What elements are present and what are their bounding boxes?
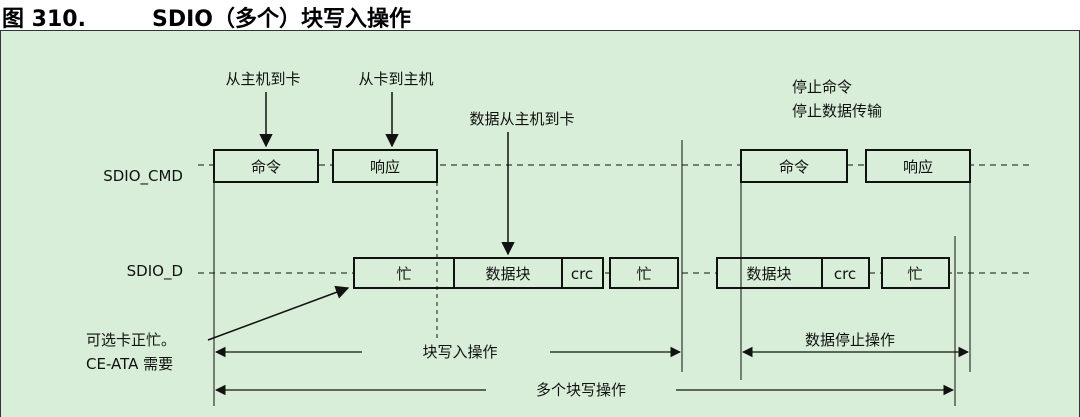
optional-busy-label-1: 可选卡正忙。 — [86, 331, 176, 349]
data-crc-box-2: crc — [821, 257, 870, 289]
cmd-response-box-2: 响应 — [865, 149, 971, 183]
cmd-command-box-1: 命令 — [213, 149, 319, 183]
figure-caption: 图 310. SDIO（多个）块写入操作 — [0, 0, 1080, 32]
sdio-d-label: SDIO_D — [127, 262, 183, 281]
boundary-lines — [213, 140, 971, 406]
data-busy-box-1: 忙 — [353, 257, 455, 289]
data-stop-label: 数据停止操作 — [805, 331, 895, 349]
data-block-label-1: 数据块 — [485, 265, 530, 283]
optional-busy-arrow — [207, 285, 350, 341]
data-busy-label-2: 忙 — [636, 265, 651, 283]
data-busy-label-3: 忙 — [907, 265, 922, 283]
data-busy-box-3: 忙 — [881, 257, 950, 289]
optional-busy-label-2: CE-ATA 需要 — [86, 355, 173, 373]
data-crc-label-2: crc — [834, 265, 856, 283]
figure-number: 图 310. — [2, 7, 86, 32]
stop-command-label-1: 停止命令 — [792, 78, 852, 96]
cmd-response-box-1: 响应 — [332, 149, 438, 183]
figure-title: SDIO（多个）块写入操作 — [152, 7, 411, 32]
data-block-label-2: 数据块 — [746, 265, 791, 283]
data-block-box-1: 数据块 — [453, 257, 563, 289]
cmd-response-label-1: 响应 — [370, 158, 400, 176]
card-to-host-label: 从卡到主机 — [358, 70, 433, 88]
multi-block-label: 多个块写操作 — [536, 381, 626, 399]
data-busy-label-1: 忙 — [396, 265, 411, 283]
data-busy-box-2: 忙 — [609, 257, 679, 289]
cmd-command-label-2: 命令 — [779, 158, 809, 176]
block-write-label: 块写入操作 — [422, 343, 497, 361]
sdio-cmd-label: SDIO_CMD — [103, 167, 183, 186]
cmd-command-box-2: 命令 — [740, 149, 848, 183]
cmd-command-label-1: 命令 — [251, 158, 281, 176]
cmd-response-label-2: 响应 — [903, 158, 933, 176]
data-crc-box-1: crc — [561, 257, 604, 289]
data-block-box-2: 数据块 — [716, 257, 823, 289]
data-crc-label-1: crc — [571, 265, 593, 283]
host-to-card-label: 从主机到卡 — [225, 70, 300, 88]
data-host-to-card-label: 数据从主机到卡 — [469, 110, 574, 128]
stop-command-label-2: 停止数据传输 — [792, 102, 882, 120]
